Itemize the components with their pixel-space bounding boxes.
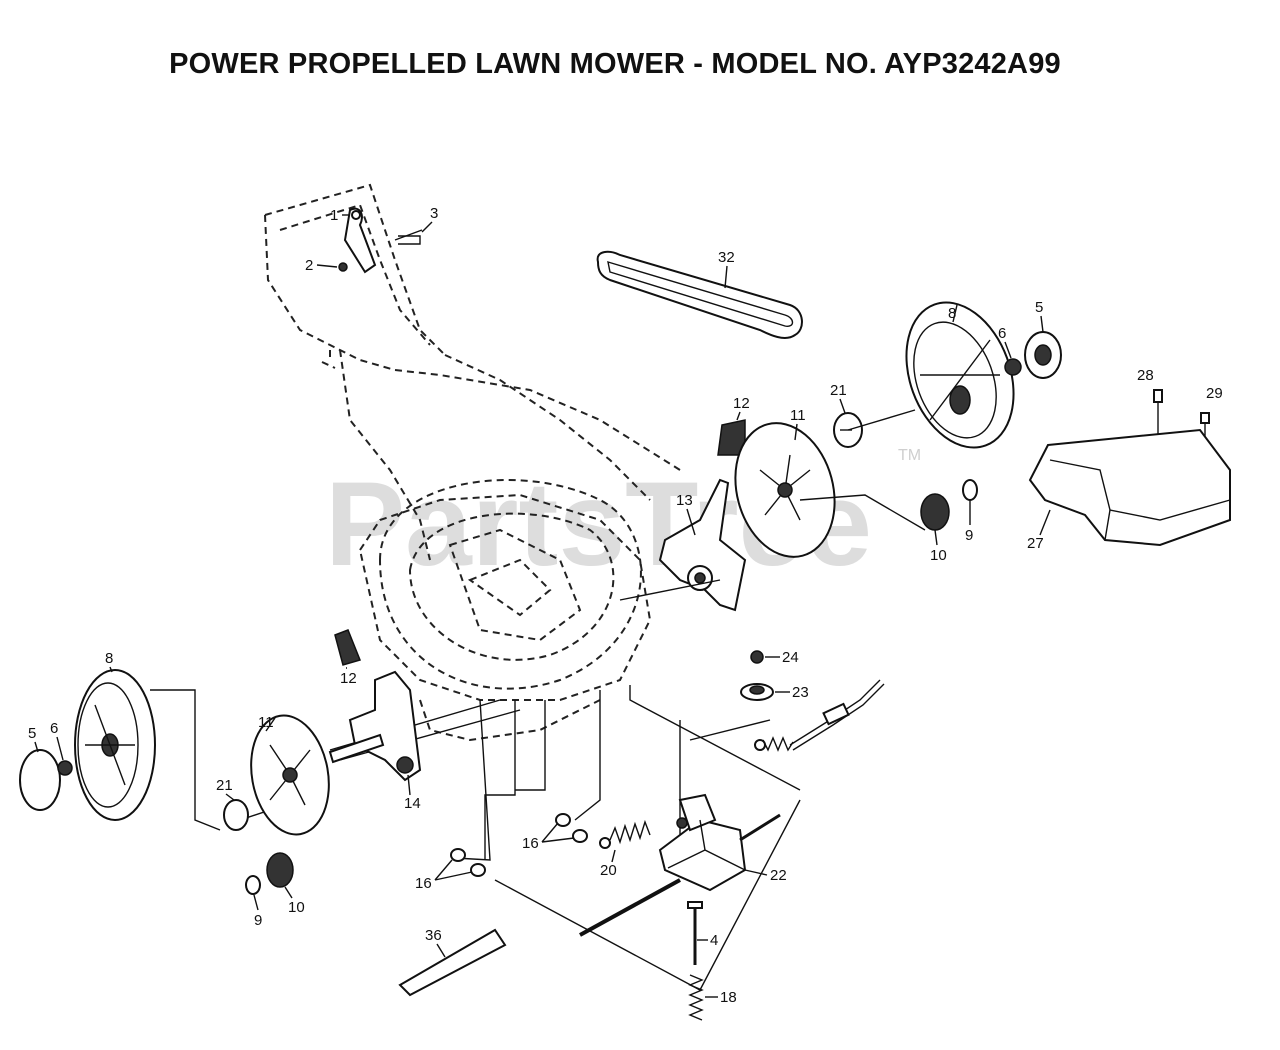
baffle-left-part-12 (334, 629, 362, 666)
control-lever-assembly (338, 207, 423, 274)
label-part-8-right: 8 (948, 305, 956, 322)
label-part-18: 18 (720, 989, 737, 1006)
hub-left-part-11 (250, 714, 330, 836)
label-part-16-lower: 16 (415, 875, 432, 892)
transmission-part-22 (579, 793, 781, 937)
clip-right-part-9 (962, 479, 978, 501)
part-labels: 1 2 3 32 8 6 5 28 29 12 11 21 13 10 9 27… (28, 205, 1223, 1006)
label-part-9-right: 9 (965, 527, 973, 544)
label-part-16-upper: 16 (522, 835, 539, 852)
label-part-21-right: 21 (830, 382, 847, 399)
label-part-21-left: 21 (216, 777, 233, 794)
label-part-2: 2 (305, 257, 313, 274)
hubcap-right-part-5 (1024, 331, 1062, 379)
clip-left-part-9 (245, 875, 261, 895)
label-part-6-right: 6 (998, 325, 1006, 342)
label-part-24: 24 (782, 649, 799, 666)
washer-left-part-21 (223, 799, 249, 831)
label-part-22: 22 (770, 867, 787, 884)
label-part-3: 3 (430, 205, 438, 222)
mower-outline-dashed (264, 183, 681, 742)
label-part-5-right: 5 (1035, 299, 1043, 316)
watermark-tm: TM (898, 447, 921, 464)
nut-part-24 (750, 650, 764, 664)
label-part-8-left: 8 (105, 650, 113, 667)
nuts-part-16 (450, 813, 588, 877)
rear-cover-part-27 (1028, 428, 1231, 547)
label-part-32: 32 (718, 249, 735, 266)
label-part-6-left: 6 (50, 720, 58, 737)
label-part-23: 23 (792, 684, 809, 701)
label-part-10-right: 10 (930, 547, 947, 564)
pinion-left-part-10 (266, 852, 294, 888)
label-part-12-left: 12 (340, 670, 357, 687)
label-part-5-left: 5 (28, 725, 36, 742)
spring-part-20 (599, 819, 651, 849)
nut-right-part-6 (1004, 358, 1022, 376)
label-part-13: 13 (676, 492, 693, 509)
hubcap-left-part-5 (19, 749, 61, 811)
label-part-4: 4 (710, 932, 718, 949)
label-part-1: 1 (330, 207, 338, 224)
diagram-title: POWER PROPELLED LAWN MOWER - MODEL NO. A… (169, 48, 1061, 80)
height-bracket-left-part-14 (328, 670, 422, 782)
pinion-right-part-10 (920, 493, 950, 531)
wheel-right-part-8 (905, 301, 1015, 449)
label-part-36: 36 (425, 927, 442, 944)
label-part-29: 29 (1206, 385, 1223, 402)
label-part-27: 27 (1027, 535, 1044, 552)
wheel-left-part-8 (74, 669, 156, 821)
shaft-part-4 (687, 901, 703, 965)
label-part-9-left: 9 (254, 912, 262, 929)
label-part-28: 28 (1137, 367, 1154, 384)
belt-part-32 (596, 250, 803, 339)
label-part-10-left: 10 (288, 899, 305, 916)
label-part-11-right: 11 (790, 407, 806, 424)
label-part-14: 14 (404, 795, 421, 812)
label-part-20: 20 (600, 862, 617, 879)
hub-right-part-11 (734, 422, 836, 558)
tube-part-36 (398, 928, 507, 997)
drive-cable-and-spring (754, 679, 885, 752)
label-part-12-right: 12 (733, 395, 750, 412)
height-bracket-right-part-13 (658, 478, 747, 612)
spring-part-18 (688, 974, 704, 1021)
nut-left-part-6 (57, 760, 73, 776)
pulley-part-23 (740, 683, 774, 701)
